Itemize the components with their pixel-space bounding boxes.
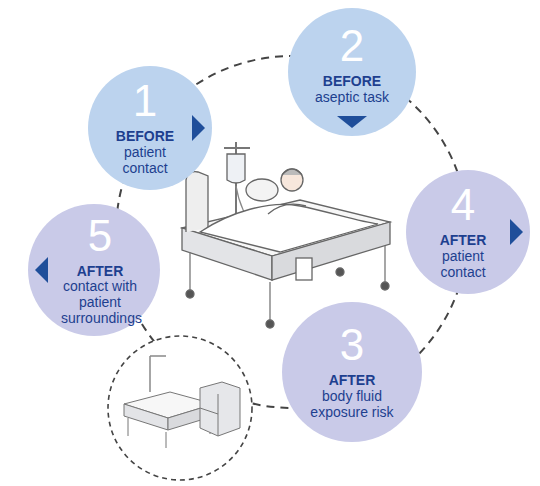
circle-fill <box>288 8 416 136</box>
surroundings-bed <box>124 356 240 448</box>
circle-fill <box>28 204 160 336</box>
moment-circle: 4AFTERpatient contact <box>406 170 530 294</box>
moment-circle: 1BEFOREpatient contact <box>88 66 212 190</box>
direction-arrow <box>337 116 367 128</box>
moment-number: 3 <box>340 323 364 367</box>
moment-circle: 3AFTERbody fluid exposure risk <box>282 302 422 442</box>
moment-heading: BEFORE <box>116 129 174 145</box>
moment-heading: AFTER <box>440 233 487 249</box>
moment-circle: 5AFTERcontact with patient surroundings <box>28 204 160 336</box>
moment-circle: 2BEFOREaseptic task <box>288 8 416 136</box>
moment-heading: BEFORE <box>323 74 381 90</box>
direction-arrow <box>510 219 523 245</box>
moment-heading: AFTER <box>329 373 376 389</box>
moment-label: contact with patient surroundings <box>61 279 139 326</box>
moment-heading: AFTER <box>77 264 124 280</box>
patient-bed <box>182 142 390 328</box>
moment-label: patient contact <box>427 249 499 280</box>
circle-fill <box>88 66 212 190</box>
circle-fill <box>282 302 422 442</box>
direction-arrow <box>192 115 205 141</box>
moment-number: 2 <box>340 24 364 68</box>
moment-label: patient contact <box>109 145 181 176</box>
circle-fill <box>406 170 530 294</box>
moment-number: 4 <box>451 183 475 227</box>
moment-label: aseptic task <box>315 90 389 106</box>
surroundings-ring <box>108 336 252 480</box>
moment-number: 5 <box>88 214 112 258</box>
moment-number: 1 <box>133 79 157 123</box>
moment-label: body fluid exposure risk <box>305 389 399 420</box>
direction-arrow <box>35 257 48 283</box>
